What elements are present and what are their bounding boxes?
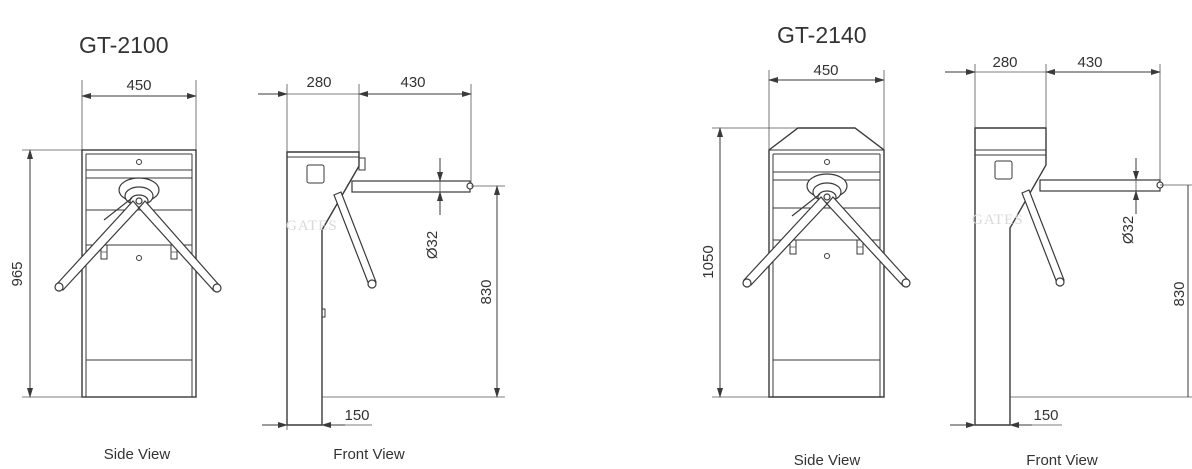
profile-body	[286, 151, 360, 426]
cabinet-body	[81, 149, 197, 398]
model-gt-2100: GT-2100 450 965	[9, 32, 505, 463]
depth-top-dimension: 280	[992, 54, 1017, 71]
height-dimension: 1050	[700, 245, 717, 278]
tripod-hub	[806, 173, 848, 204]
front-view-caption: Front View	[1026, 452, 1098, 469]
depth-top-dimension: 280	[306, 74, 331, 91]
horizontal-arm	[1039, 179, 1161, 192]
width-dimension: 450	[813, 62, 838, 79]
watermark: GATES	[972, 212, 1024, 228]
gt-2100-side-view: 450 965	[9, 77, 222, 398]
profile-body	[974, 127, 1047, 426]
cabinet-body	[768, 127, 885, 398]
tripod-arms	[54, 197, 222, 293]
height-dimension: 965	[9, 261, 26, 286]
arm-height-dimension: 830	[1171, 281, 1188, 306]
front-view-caption: Front View	[333, 446, 405, 463]
arm-reach-dimension: 430	[400, 74, 425, 91]
width-dimension: 450	[126, 77, 151, 94]
side-view-caption: Side View	[104, 446, 171, 463]
down-arm	[1021, 189, 1065, 284]
horizontal-arm	[351, 180, 471, 193]
arm-height-dimension: 830	[478, 279, 495, 304]
arm-diameter-dimension: Ø32	[424, 231, 441, 259]
watermark: GATES	[286, 218, 338, 234]
model-title: GT-2140	[777, 22, 867, 48]
arm-reach-dimension: 430	[1077, 54, 1102, 71]
arm-diameter-dimension: Ø32	[1120, 216, 1137, 244]
gt-2140-side-view: 450 1050	[700, 62, 911, 398]
tripod-hub	[118, 177, 160, 208]
tripod-arms	[742, 193, 911, 288]
model-title: GT-2100	[79, 32, 169, 58]
gt-2140-front-view: 280 430 Ø32 830 150 GATES	[945, 54, 1192, 428]
base-depth-dimension: 150	[1033, 407, 1058, 424]
base-depth-dimension: 150	[344, 407, 369, 424]
down-arm	[333, 191, 377, 286]
model-gt-2140: GT-2140 450 1050	[700, 22, 1192, 469]
gt-2100-front-view: 280 430 Ø32 830	[258, 74, 505, 430]
side-view-caption: Side View	[794, 452, 861, 469]
